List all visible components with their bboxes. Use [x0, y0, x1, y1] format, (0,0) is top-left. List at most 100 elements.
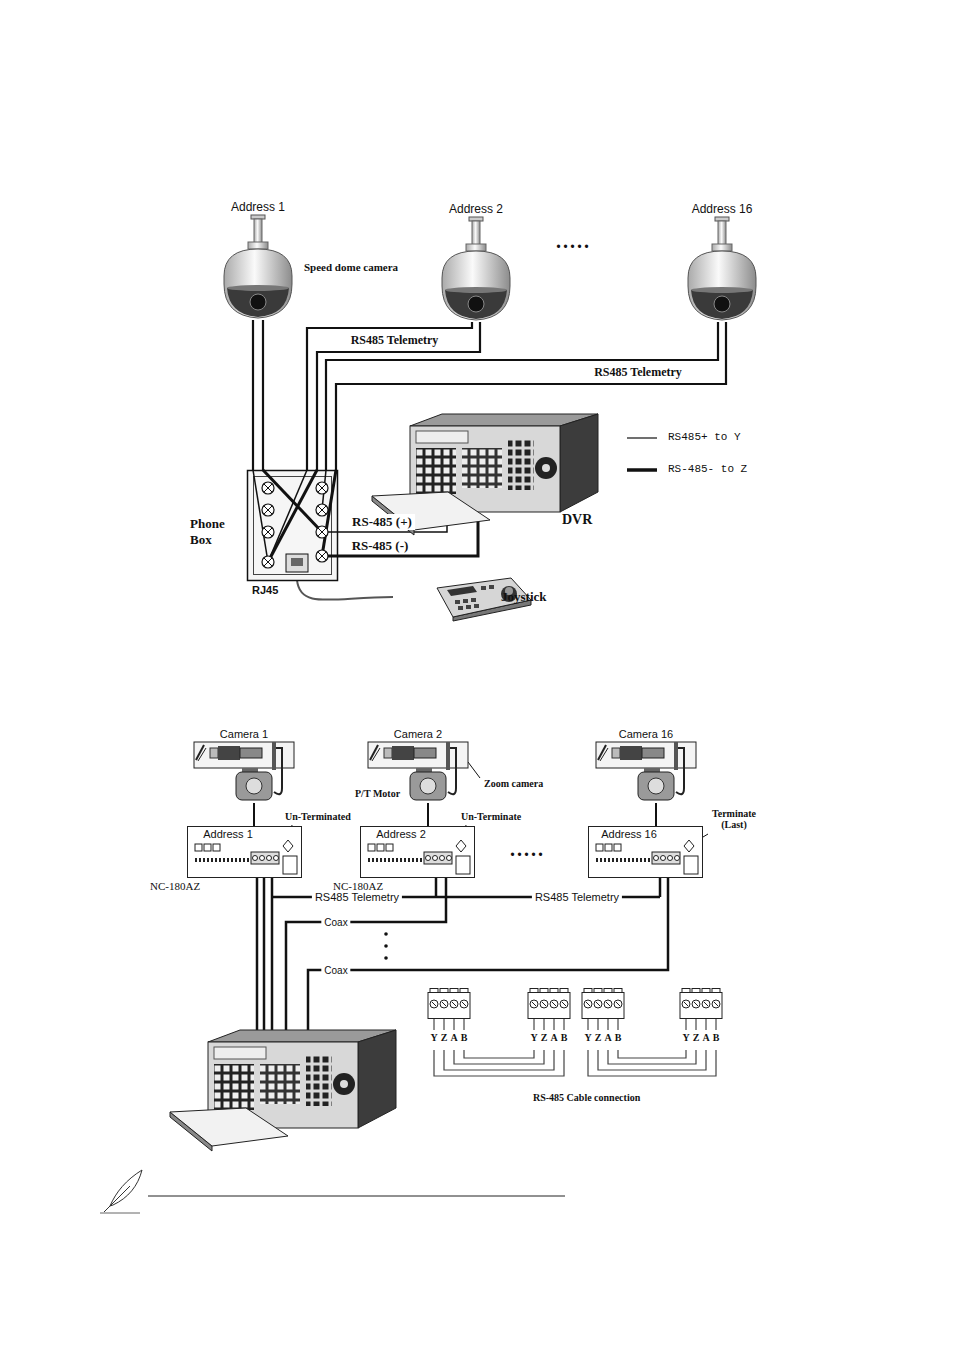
pin-letter: A	[449, 1032, 459, 1043]
camera-address: Address 16	[679, 202, 765, 216]
termination-note: Un-Terminated	[285, 811, 351, 822]
terminal-block: YZAB	[427, 988, 471, 1050]
legend-text: RS485+ to Y	[668, 431, 741, 443]
zoom-camera-unit: Camera 16	[590, 728, 700, 803]
bottom-wiring	[263, 864, 266, 1034]
motor-cable	[253, 803, 255, 826]
pin-letter: Z	[539, 1032, 549, 1043]
camera-label: Camera 1	[194, 728, 294, 740]
phone-box: Phone BoxRJ45	[190, 468, 340, 613]
terminal-block-art	[528, 989, 570, 1031]
model-name: NC-180AZ	[150, 880, 200, 892]
joystick-label: Joystick	[501, 589, 547, 605]
pin-letter: Y	[583, 1032, 593, 1043]
pin-letter: A	[549, 1032, 559, 1043]
nc-180az-board: Address 1	[187, 818, 302, 880]
nc-180az-board-art	[361, 827, 475, 878]
camera-address: Address 2	[433, 202, 519, 216]
terminal-block: YZAB	[581, 988, 625, 1050]
ellipsis: .....	[510, 838, 545, 861]
phone-box-outline	[247, 470, 338, 580]
note-icon	[148, 1196, 565, 1197]
rj45-label: RJ45	[252, 584, 278, 596]
speed-dome-camera-art	[679, 202, 765, 322]
motor-cable	[655, 803, 657, 826]
wire-label: RS485 Telemetry	[591, 365, 685, 380]
pin-letter: A	[701, 1032, 711, 1043]
terminal-block-art	[428, 989, 470, 1031]
wire-label: RS-485 (+)	[349, 514, 415, 530]
joystick: Joystick	[393, 572, 573, 622]
speed-dome-camera-art	[442, 217, 510, 320]
terminal-block-art	[680, 989, 722, 1031]
legend-sample	[627, 438, 657, 470]
legend-text: RS-485- to Z	[668, 463, 747, 475]
pin-letter: Z	[593, 1032, 603, 1043]
zoom-camera-unit-art	[596, 742, 696, 800]
bottom-wiring	[256, 864, 259, 1034]
caption-note: RS-485 Cable connection	[533, 1092, 640, 1103]
bottom-wiring	[286, 864, 446, 1034]
note-icon	[100, 1170, 565, 1213]
pin-letter: B	[459, 1032, 469, 1043]
rs485-cable	[434, 1050, 564, 1076]
pin-letter: Z	[439, 1032, 449, 1043]
joystick-outline	[393, 572, 493, 622]
board-address: Address 1	[193, 828, 263, 840]
rs485-cable	[588, 1050, 716, 1076]
legend-sample	[627, 437, 657, 438]
continuation-dots	[384, 932, 388, 960]
wire-label: RS-485 (-)	[349, 538, 412, 554]
speed-dome-camera: Address 1	[215, 200, 301, 320]
bottom-wiring	[271, 864, 274, 1034]
note-icon	[100, 1213, 140, 1214]
legend-sample	[627, 468, 657, 472]
nc-180az-board-art	[588, 818, 703, 880]
terminal-block: YZAB	[679, 988, 723, 1050]
nc-180az-board: Address 16	[588, 818, 703, 880]
wire-label: RS485 Telemetry	[348, 333, 442, 348]
wire-label: Coax	[321, 917, 350, 928]
board-address: Address 2	[366, 828, 436, 840]
speed-dome-camera-art	[215, 200, 301, 320]
wire-label: Coax	[321, 965, 350, 976]
ellipsis: .....	[556, 230, 591, 253]
phone-box-title: Phone Box	[190, 516, 244, 548]
camera-label: Camera 16	[596, 728, 696, 740]
part-name: Speed dome camera	[304, 261, 398, 273]
terminal-block: YZAB	[527, 988, 571, 1050]
zoom-camera-unit-art	[194, 742, 294, 800]
speed-dome-camera-art	[688, 217, 756, 320]
terminal-block-art	[582, 989, 624, 1031]
dvr	[170, 1030, 396, 1151]
wire-label: RS485 Telemetry	[532, 891, 622, 903]
pin-letter: Z	[691, 1032, 701, 1043]
speed-dome-camera-art	[224, 215, 292, 318]
nc-180az-board: Address 2	[360, 818, 475, 880]
dvr-label: DVR	[562, 512, 592, 528]
speed-dome-camera-art	[433, 202, 519, 322]
nc-180az-board-art	[188, 827, 302, 878]
zoom-camera-unit: Camera 1	[188, 728, 298, 803]
joystick-cable	[297, 580, 393, 600]
bottom-wiring	[308, 864, 668, 1034]
pin-letter: Y	[681, 1032, 691, 1043]
note-icon	[104, 1186, 130, 1212]
termination-note: Terminate (Last)	[706, 808, 762, 830]
camera-label: Camera 2	[368, 728, 468, 740]
board-address: Address 16	[594, 828, 664, 840]
continuation-dots	[384, 944, 388, 948]
speed-dome-camera: Address 16	[679, 202, 765, 322]
nc-180az-board-art	[589, 827, 703, 878]
wire-label: RS485 Telemetry	[312, 891, 402, 903]
speed-dome-camera: Address 2	[433, 202, 519, 322]
bottom-wiring	[257, 864, 668, 1034]
part-name: P/T Motor	[355, 788, 400, 799]
nc-180az-board-art	[360, 818, 475, 880]
pin-letter: B	[559, 1032, 569, 1043]
termination-note: Un-Terminate	[461, 811, 521, 822]
pin-letter: A	[603, 1032, 613, 1043]
pin-letter: Y	[429, 1032, 439, 1043]
part-name: Zoom camera	[484, 778, 543, 789]
continuation-dots	[384, 932, 388, 936]
